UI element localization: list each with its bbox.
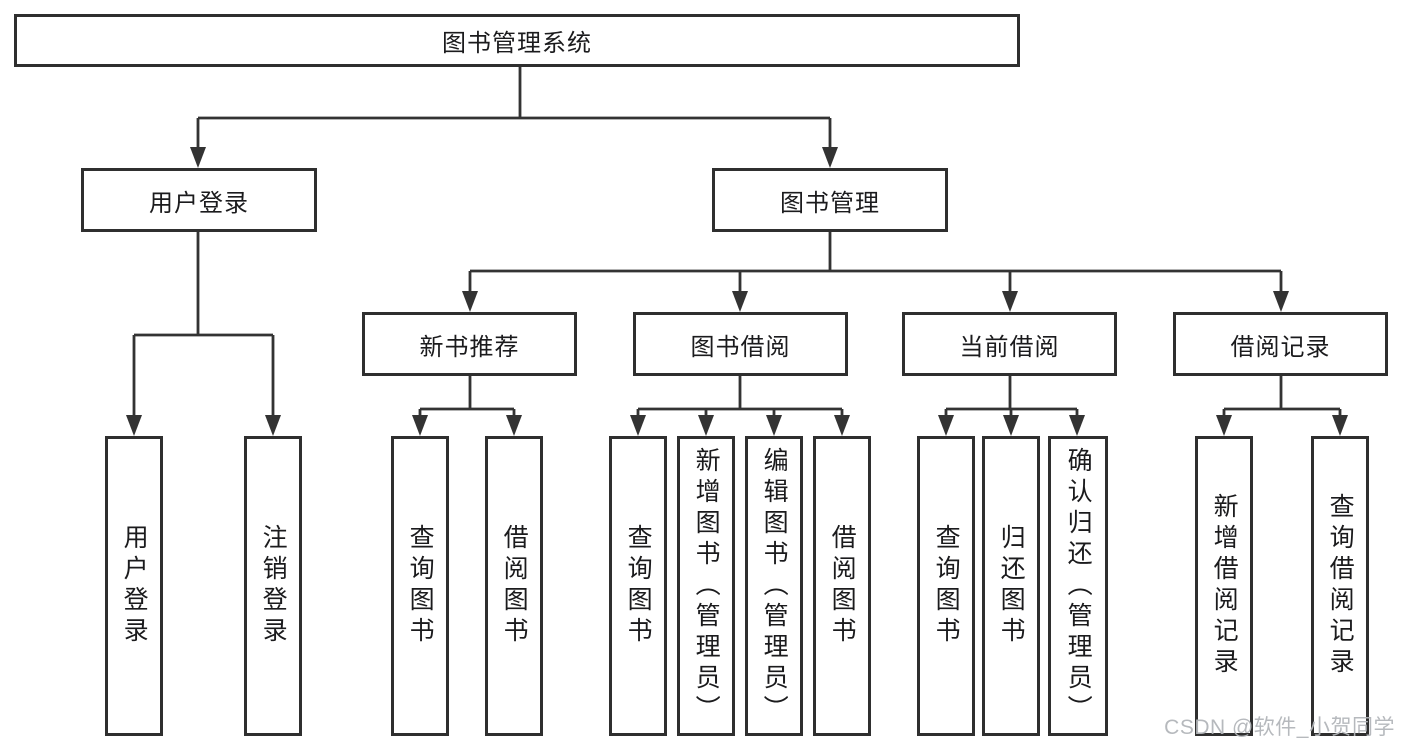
node-label: 当前借阅 bbox=[959, 333, 1060, 361]
watermark: CSDN @软件_小贺同学 bbox=[1164, 716, 1395, 739]
node-label: 确认归还（管理员） bbox=[1064, 446, 1093, 726]
node-current-borrowing: 当前借阅 bbox=[902, 312, 1117, 376]
node-label: 用户登录 bbox=[120, 524, 149, 648]
arrowhead bbox=[462, 291, 478, 312]
arrowhead bbox=[630, 415, 646, 436]
leaf-search-books-recommend: 查询图书 bbox=[391, 436, 449, 736]
node-label: 查询图书 bbox=[406, 524, 435, 648]
node-label: 新增图书（管理员） bbox=[692, 446, 721, 726]
node-label: 借阅记录 bbox=[1230, 333, 1331, 361]
node-book-borrowing: 图书借阅 bbox=[633, 312, 848, 376]
arrowhead bbox=[938, 415, 954, 436]
leaf-add-borrow-record: 新增借阅记录 bbox=[1195, 436, 1253, 736]
node-label: 注销登录 bbox=[259, 524, 288, 648]
arrowhead bbox=[506, 415, 522, 436]
node-label: 图书借阅 bbox=[690, 333, 791, 361]
arrowhead bbox=[834, 415, 850, 436]
leaf-return-books: 归还图书 bbox=[982, 436, 1040, 736]
arrowhead bbox=[698, 415, 714, 436]
arrowhead bbox=[1069, 415, 1085, 436]
leaf-search-books-borrowing: 查询图书 bbox=[609, 436, 667, 736]
node-label: 新书推荐 bbox=[419, 333, 520, 361]
node-label: 图书管理系统 bbox=[442, 30, 592, 57]
node-user-login: 用户登录 bbox=[81, 168, 317, 232]
leaf-user-login: 用户登录 bbox=[105, 436, 163, 736]
arrowhead bbox=[190, 147, 206, 168]
leaf-search-books-current: 查询图书 bbox=[917, 436, 975, 736]
leaf-borrow-books-borrowing: 借阅图书 bbox=[813, 436, 871, 736]
arrowhead bbox=[1003, 415, 1019, 436]
node-borrowing-records: 借阅记录 bbox=[1173, 312, 1388, 376]
arrowhead bbox=[766, 415, 782, 436]
node-library-management-system: 图书管理系统 bbox=[14, 14, 1020, 67]
node-label: 用户登录 bbox=[149, 189, 249, 217]
node-label: 归还图书 bbox=[997, 524, 1026, 648]
arrowhead bbox=[1216, 415, 1232, 436]
node-label: 编辑图书（管理员） bbox=[760, 446, 789, 726]
arrowhead bbox=[412, 415, 428, 436]
leaf-logout: 注销登录 bbox=[244, 436, 302, 736]
node-new-book-recommendation: 新书推荐 bbox=[362, 312, 577, 376]
leaf-search-borrow-record: 查询借阅记录 bbox=[1311, 436, 1369, 736]
leaf-borrow-books-recommend: 借阅图书 bbox=[485, 436, 543, 736]
leaf-edit-book-admin: 编辑图书（管理员） bbox=[745, 436, 803, 736]
arrowhead bbox=[732, 291, 748, 312]
arrowhead bbox=[1002, 291, 1018, 312]
arrowhead bbox=[1273, 291, 1289, 312]
node-label: 查询图书 bbox=[932, 524, 961, 648]
node-book-management: 图书管理 bbox=[712, 168, 948, 232]
arrowhead bbox=[1332, 415, 1348, 436]
node-label: 查询图书 bbox=[624, 524, 653, 648]
arrowhead bbox=[126, 415, 142, 436]
node-label: 图书管理 bbox=[780, 189, 880, 217]
arrowhead bbox=[265, 415, 281, 436]
arrowhead bbox=[822, 147, 838, 168]
leaf-confirm-return-admin: 确认归还（管理员） bbox=[1048, 436, 1108, 736]
node-label: 借阅图书 bbox=[500, 524, 529, 648]
node-label: 新增借阅记录 bbox=[1210, 493, 1239, 679]
node-label: 借阅图书 bbox=[828, 524, 857, 648]
node-label: 查询借阅记录 bbox=[1326, 493, 1355, 679]
leaf-add-book-admin: 新增图书（管理员） bbox=[677, 436, 735, 736]
